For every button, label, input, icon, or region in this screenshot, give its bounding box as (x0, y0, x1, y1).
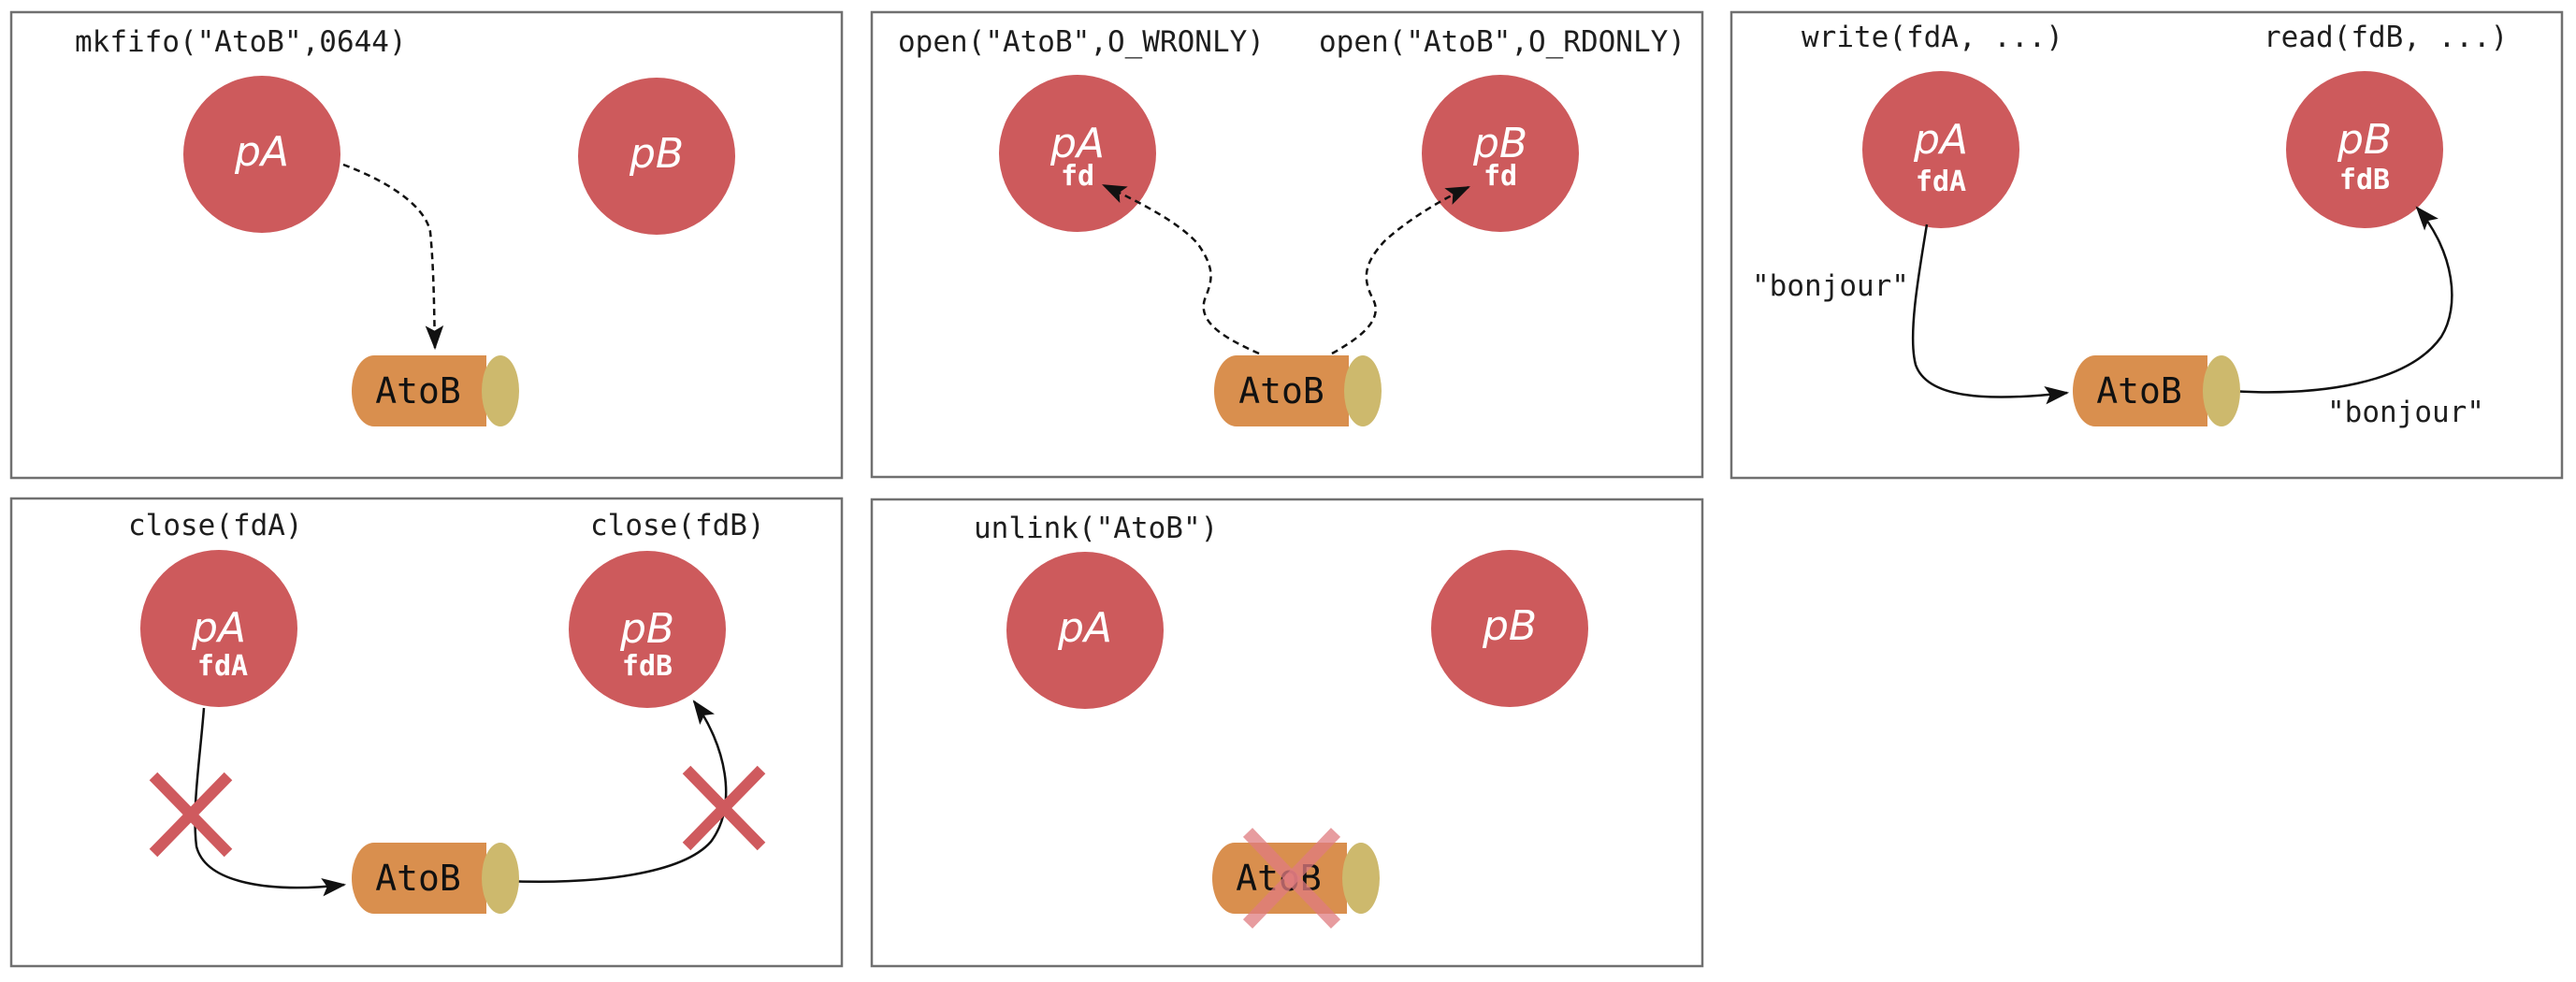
pipe-label: AtoB (2096, 370, 2182, 412)
caption-read: read(fdB, ...) (2264, 21, 2508, 54)
process-name: pA (1049, 120, 1105, 167)
process-name: pB (2337, 116, 2392, 164)
pipe-fifo: AtoB (352, 355, 519, 426)
process-fd: fdA (197, 650, 248, 683)
panel-unlink: unlink("AtoB") pA pB AtoB (870, 498, 1704, 968)
process-name: pB (1472, 120, 1527, 167)
process-pB: pB fdB (569, 551, 726, 708)
process-node (1006, 552, 1164, 709)
process-fd: fdB (622, 650, 673, 683)
process-name: pA (1913, 116, 1968, 164)
process-pB: pB fd (1422, 75, 1579, 232)
process-fd: fd (1483, 160, 1517, 193)
process-name: pA (234, 128, 289, 176)
deleted-cross-icon (1242, 828, 1341, 929)
pipe-body (1214, 355, 1349, 426)
pipe-fifo: AtoB (2073, 355, 2240, 426)
caption-mkfifo: mkfifo("AtoB",0644) (75, 25, 407, 59)
process-node (1431, 550, 1588, 707)
caption-open-rdonly: open("AtoB",O_RDONLY) (1319, 25, 1686, 59)
pipe-body (2073, 355, 2207, 426)
pipe-fifo: AtoB (1214, 355, 1382, 426)
caption-write: write(fdA, ...) (1802, 21, 2063, 54)
pipe-label: AtoB (375, 858, 461, 899)
pipe-end (2203, 355, 2240, 426)
panel-write-read: write(fdA, ...) read(fdB, ...) pA fdA pB… (1729, 10, 2564, 480)
process-node (183, 76, 340, 233)
caption-open-wronly: open("AtoB",O_WRONLY) (898, 25, 1265, 59)
panel-close: close(fdA) close(fdB) pA fdA pB fdB AtoB (9, 497, 844, 968)
process-fd: fdB (2339, 164, 2390, 196)
read-arrow (2228, 206, 2453, 394)
pipe-body (352, 355, 486, 426)
creation-arrow (342, 163, 444, 351)
process-name: pB (619, 605, 674, 653)
process-name: pB (1482, 602, 1537, 650)
open-arrow-reader (1331, 185, 1470, 355)
caption-close-fdB: close(fdB) (590, 509, 765, 542)
caption-close-fdA: close(fdA) (128, 509, 303, 542)
close-cross-icon-reader (682, 765, 766, 851)
process-pB: pB (578, 78, 735, 235)
pipe-body (352, 843, 486, 914)
process-node (578, 78, 735, 235)
write-arrow (1911, 224, 2070, 405)
process-name: pA (1057, 604, 1112, 652)
pipe-end (482, 843, 519, 914)
process-pB: pB fdB (2286, 71, 2443, 228)
process-pA: pA fdA (140, 550, 297, 707)
message-read: "bonjour" (2327, 396, 2484, 429)
message-written: "bonjour" (1752, 269, 1909, 303)
pipe-label: AtoB (375, 370, 461, 412)
process-pA: pA fd (999, 75, 1156, 232)
process-name: pA (191, 604, 246, 652)
pipe-end (482, 355, 519, 426)
process-pA: pA (1006, 552, 1164, 709)
read-arrow-closed (504, 700, 728, 883)
process-name: pB (629, 130, 684, 178)
write-arrow-closed (194, 707, 347, 897)
panel-open: open("AtoB",O_WRONLY) open("AtoB",O_RDON… (870, 10, 1704, 479)
pipe-end (1344, 355, 1382, 426)
panel-mkfifo: mkfifo("AtoB",0644) pA pB AtoB (9, 10, 844, 480)
process-node (1862, 71, 2019, 228)
process-pB: pB (1431, 550, 1588, 707)
process-fd: fdA (1916, 166, 1966, 198)
pipe-label: AtoB (1238, 370, 1324, 412)
close-cross-icon-writer (149, 772, 233, 858)
caption-unlink: unlink("AtoB") (974, 512, 1218, 545)
process-pA: pA (183, 76, 340, 233)
process-node (2286, 71, 2443, 228)
process-pA: pA fdA (1862, 71, 2019, 228)
process-node (140, 550, 297, 707)
pipe-fifo: AtoB (352, 843, 519, 914)
process-fd: fd (1061, 160, 1094, 193)
open-arrow-writer (1102, 183, 1260, 355)
process-node (569, 551, 726, 708)
pipe-end (1342, 843, 1380, 914)
